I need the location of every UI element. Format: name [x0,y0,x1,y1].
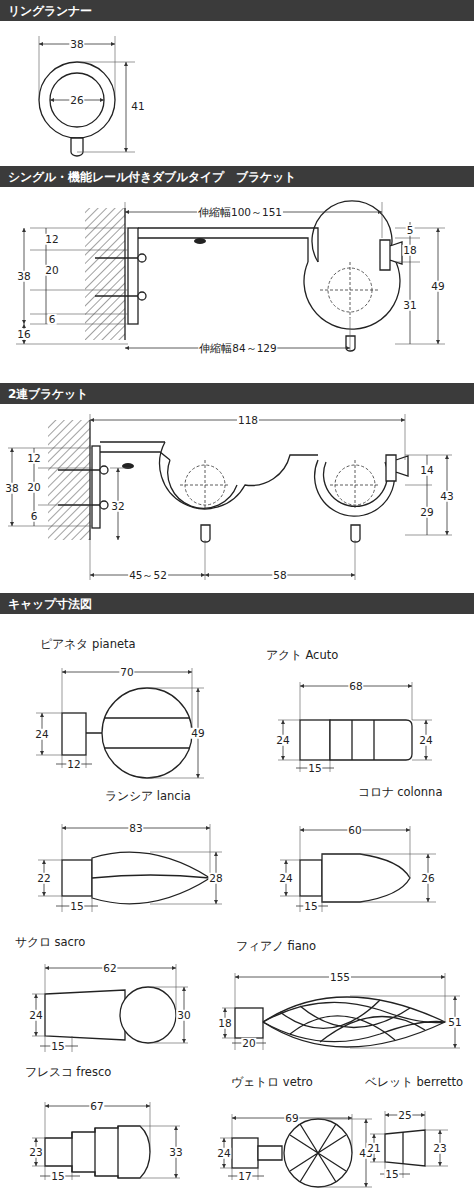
dimension-label: 伸縮幅100～151 [197,207,283,218]
dimension-label: 51 [447,1017,462,1028]
double-bracket [8,414,452,580]
dimension-label: 24 [216,1148,231,1159]
dimension-label: 23 [432,1143,447,1154]
ring-runner [39,36,135,156]
dimension-label: 26 [420,873,435,884]
dimension-label: 14 [419,465,434,476]
cap-name: サクロ sacro [14,937,87,949]
dimension-label: 24 [278,873,293,884]
dimension-label: 20 [44,265,59,276]
dimension-label: 28 [208,873,223,884]
dimension-label: 38 [4,483,19,494]
header-text: 2連ブラケット [8,387,88,401]
header-text: シングル・機能レール付きダブルタイプ ブラケット [8,170,296,184]
dimension-label: 30 [176,1010,191,1021]
dimension-label: 15 [303,901,318,912]
dimension-label: 12 [66,759,81,770]
dimension-label: 18 [402,245,417,256]
dimension-label: 6 [48,314,57,325]
dimension-label: 43 [439,491,454,502]
dimension-label: 21 [366,1143,381,1154]
dimension-label: 70 [119,667,134,678]
dimension-label: 12 [26,453,41,464]
dimension-label: 69 [284,1113,299,1124]
dimension-label: 68 [348,681,363,692]
cap-name: ランシア lancia [104,791,192,803]
dimension-label: 17 [237,1171,252,1182]
dimension-label: 伸縮幅84～129 [198,343,277,354]
dimension-label: 32 [110,501,125,512]
caps [32,668,460,1187]
dimension-label: 26 [69,95,84,106]
dimension-label: 15 [50,1041,65,1052]
cap-name: ヴェトロ vetro [230,1077,314,1089]
section-header: キャップ寸法図 [0,593,474,614]
cap-name: フィアノ fiano [235,941,317,953]
dimension-label: 24 [275,735,290,746]
section-header: シングル・機能レール付きダブルタイプ ブラケット [0,166,474,187]
dimension-label: 29 [419,507,434,518]
dimension-label: 31 [402,300,417,311]
dimension-label: 38 [69,39,84,50]
dimension-label: 22 [36,873,51,884]
dimension-label: 6 [30,511,39,522]
dimension-label: 33 [168,1147,183,1158]
dimension-label: 49 [190,728,205,739]
dimension-label: 67 [89,1101,104,1112]
dimension-label: 118 [237,415,259,426]
dimension-label: 49 [430,281,445,292]
header-text: リングランナー [8,4,92,18]
dimension-label: 24 [418,735,433,746]
dimension-label: 60 [347,825,362,836]
dimension-label: 15 [69,901,84,912]
dimension-label: 20 [241,1038,256,1049]
header-text: キャップ寸法図 [8,597,92,611]
dimension-label: 62 [102,963,117,974]
dimension-label: 12 [44,234,59,245]
cap-name: ピアネタ pianeta [39,639,136,651]
section-header: 2連ブラケット [0,383,474,404]
cap-name: ベレット berretto [364,1077,464,1089]
dimension-label: 58 [272,570,287,581]
cap-name: フレスコ fresco [24,1067,113,1079]
dimension-label: 24 [34,729,49,740]
dimension-label: 83 [128,823,143,834]
dimension-label: 20 [26,482,41,493]
dimension-label: 41 [130,101,145,112]
cap-name: アクト Acuto [265,650,339,662]
cap-name: コロナ colonna [357,787,444,799]
dimension-label: 15 [384,1169,399,1180]
dimension-label: 24 [28,1010,43,1021]
dimension-label: 25 [397,1110,412,1121]
dimension-label: 155 [329,972,351,983]
dimension-label: 15 [307,763,322,774]
dimension-label: 5 [406,225,415,236]
dimension-label: 16 [16,329,31,340]
dimension-label: 18 [217,1018,232,1029]
dimension-label: 23 [28,1147,43,1158]
single-bracket [16,201,445,352]
dimension-label: 15 [50,1171,65,1182]
dimension-label: 38 [16,271,31,282]
dimension-label: 45～52 [128,570,168,581]
section-header: リングランナー [0,0,474,21]
